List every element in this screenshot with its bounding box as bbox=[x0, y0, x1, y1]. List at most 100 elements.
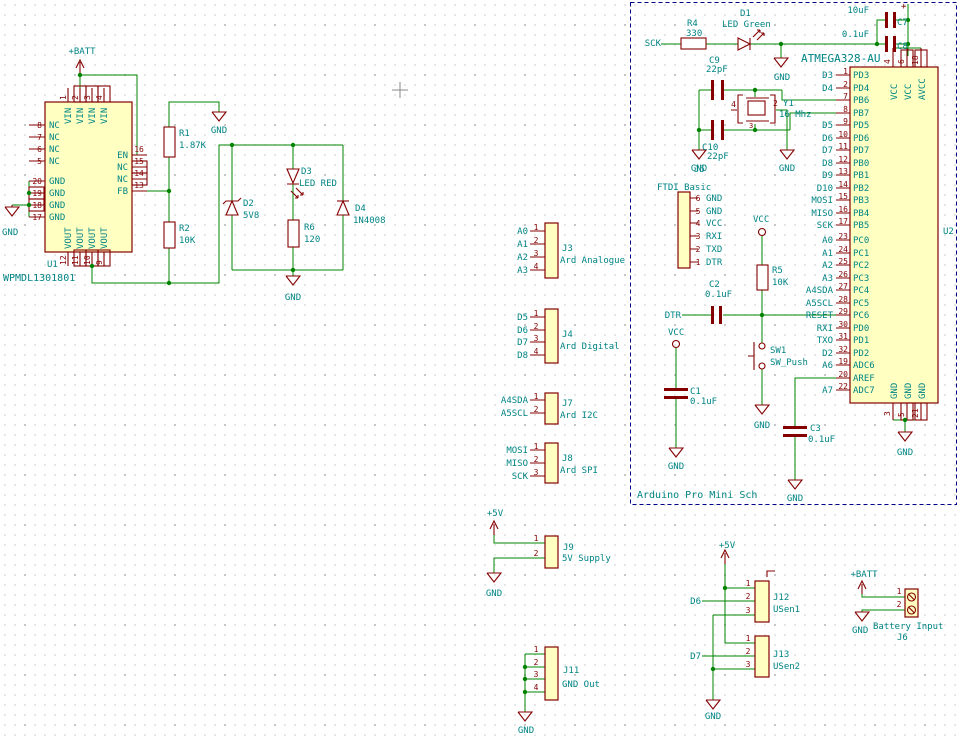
net-u2-a6[interactable]: A6 bbox=[822, 361, 833, 371]
u2-ref[interactable]: U2 bbox=[943, 227, 954, 237]
sw1-value[interactable]: SW_Push bbox=[770, 358, 808, 368]
net-u2-d7[interactable]: D7 bbox=[822, 146, 833, 156]
j5-pin6[interactable]: 6 bbox=[696, 194, 701, 203]
j5-pin5[interactable]: 5 bbox=[696, 207, 701, 216]
u2-name-pd5[interactable]: PD5 bbox=[853, 121, 869, 131]
u2-name-pc6[interactable]: PC6 bbox=[853, 311, 869, 321]
j8-ref[interactable]: J8 bbox=[562, 454, 573, 464]
u2-pin24[interactable]: 24 bbox=[838, 245, 848, 254]
j5-value[interactable]: FTDI Basic bbox=[657, 183, 711, 193]
u1-pin8[interactable]: 8 bbox=[37, 121, 42, 130]
u2-value[interactable]: ATMEGA328-AU bbox=[801, 52, 880, 65]
c2-value[interactable]: 0.1uF bbox=[705, 290, 732, 300]
d1-value[interactable]: LED Green bbox=[722, 20, 771, 30]
j8-pin3[interactable]: 3 bbox=[534, 468, 539, 477]
u1-name-gnd1[interactable]: GND bbox=[49, 177, 65, 187]
net-d7[interactable]: D7 bbox=[517, 338, 528, 348]
j5-name-vcc[interactable]: VCC bbox=[706, 219, 722, 229]
y1-pin2[interactable]: 2 bbox=[773, 99, 778, 108]
u1-pin7[interactable]: 7 bbox=[37, 133, 42, 142]
r1-ref[interactable]: R1 bbox=[179, 129, 190, 139]
j3-body[interactable] bbox=[544, 222, 559, 279]
y1-crystal[interactable] bbox=[737, 94, 776, 124]
gnd-rail-label[interactable]: GND bbox=[285, 293, 301, 303]
c1-ref[interactable]: C1 bbox=[690, 387, 701, 397]
u2-name-pc1[interactable]: PC1 bbox=[853, 249, 869, 259]
j11-pin4[interactable]: 4 bbox=[534, 683, 539, 692]
j5-pin2[interactable]: 2 bbox=[696, 245, 701, 254]
j5-name-txd[interactable]: TXD bbox=[706, 245, 722, 255]
gnd-u2[interactable] bbox=[897, 431, 914, 442]
j13-pin2[interactable]: 2 bbox=[746, 647, 751, 656]
u1-name-vin1[interactable]: VIN bbox=[64, 108, 74, 124]
net-u2-txo[interactable]: TXO bbox=[817, 336, 833, 346]
u1-pin12[interactable]: 12 bbox=[59, 255, 68, 265]
j5-ref[interactable]: J5 bbox=[694, 165, 705, 175]
u1-name-nc3[interactable]: NC bbox=[49, 145, 60, 155]
j9-pin1[interactable]: 1 bbox=[534, 534, 539, 543]
sheet-name[interactable]: Arduino Pro Mini Sch bbox=[637, 490, 757, 501]
net-a5scl[interactable]: A5SCL bbox=[501, 409, 528, 419]
gnd-xtal-right[interactable] bbox=[779, 149, 796, 160]
c1-capacitor[interactable] bbox=[664, 388, 688, 391]
j13-body[interactable] bbox=[754, 635, 770, 678]
j9-body[interactable] bbox=[544, 535, 559, 569]
u1-pin15[interactable]: 15 bbox=[134, 157, 144, 166]
u2-name-vcc2[interactable]: VCC bbox=[904, 84, 914, 100]
j4-body[interactable] bbox=[544, 308, 559, 364]
u1-name-nc6[interactable]: NC bbox=[117, 175, 128, 185]
j12-body[interactable] bbox=[754, 580, 770, 623]
u1-pin10[interactable]: 10 bbox=[83, 255, 92, 265]
d4-diode[interactable] bbox=[336, 199, 350, 216]
j8-pin2[interactable]: 2 bbox=[534, 455, 539, 464]
u2-pin4[interactable]: 4 bbox=[883, 59, 892, 64]
j3-pin1[interactable]: 1 bbox=[534, 223, 539, 232]
j9-pin2[interactable]: 2 bbox=[534, 549, 539, 558]
u2-pin13[interactable]: 13 bbox=[838, 167, 848, 176]
j12-ref[interactable]: J12 bbox=[773, 593, 789, 603]
pwr-vcc-c1[interactable]: VCC bbox=[668, 328, 684, 338]
j11-pin2[interactable]: 2 bbox=[534, 658, 539, 667]
net-u2-d6[interactable]: D6 bbox=[822, 134, 833, 144]
j3-pin2[interactable]: 2 bbox=[534, 236, 539, 245]
u2-name-pd2[interactable]: PD2 bbox=[853, 349, 869, 359]
pwr-5v-j12[interactable]: +5V bbox=[719, 541, 736, 551]
u2-pin22[interactable]: 22 bbox=[838, 382, 848, 391]
u2-pin28[interactable]: 28 bbox=[838, 295, 848, 304]
u2-pin30[interactable]: 30 bbox=[838, 320, 848, 329]
capacitors[interactable] bbox=[664, 12, 896, 437]
net-u2-rxi[interactable]: RXI bbox=[817, 324, 833, 334]
net-u2-a0[interactable]: A0 bbox=[822, 236, 833, 246]
c3-capacitor[interactable] bbox=[783, 426, 807, 429]
u1-name-gnd4[interactable]: GND bbox=[49, 213, 65, 223]
r5-resistor[interactable] bbox=[756, 264, 769, 291]
u1-name-vout1[interactable]: VOUT bbox=[64, 227, 74, 249]
net-d6[interactable]: D6 bbox=[517, 326, 528, 336]
u2-name-gnd3[interactable]: GND bbox=[918, 383, 928, 399]
u1-name-fb[interactable]: FB bbox=[117, 187, 128, 197]
gnd-j9[interactable] bbox=[486, 572, 503, 583]
j5-ftdi-body[interactable] bbox=[677, 191, 691, 269]
net-d6-j12[interactable]: D6 bbox=[690, 597, 701, 607]
u2-name-avcc[interactable]: AVCC bbox=[918, 78, 928, 100]
u2-name-gnd1[interactable]: GND bbox=[890, 383, 900, 399]
j13-value[interactable]: USen2 bbox=[773, 662, 800, 672]
gnd-j9-label[interactable]: GND bbox=[486, 589, 502, 599]
r2-value[interactable]: 10K bbox=[179, 236, 196, 246]
j3-value[interactable]: Ard Analogue bbox=[560, 256, 625, 266]
u2-name-pd6[interactable]: PD6 bbox=[853, 134, 869, 144]
u1-pin18[interactable]: 18 bbox=[32, 201, 42, 210]
u1-name-nc1[interactable]: NC bbox=[49, 121, 60, 131]
vcc-circle-r5[interactable] bbox=[757, 227, 767, 237]
u1-name-nc5[interactable]: NC bbox=[117, 163, 128, 173]
j11-value[interactable]: GND Out bbox=[562, 680, 600, 690]
gnd-rail[interactable] bbox=[285, 275, 302, 286]
gnd-sw1[interactable] bbox=[754, 404, 771, 415]
u2-pin17[interactable]: 17 bbox=[838, 217, 848, 226]
u2-pin14[interactable]: 14 bbox=[838, 180, 848, 189]
j8-pin1[interactable]: 1 bbox=[534, 442, 539, 451]
j11-pin1[interactable]: 1 bbox=[534, 645, 539, 654]
j12-pin1[interactable]: 1 bbox=[746, 579, 751, 588]
j6-pin2[interactable]: 2 bbox=[897, 600, 902, 609]
net-u2-sck[interactable]: SCK bbox=[817, 221, 834, 231]
